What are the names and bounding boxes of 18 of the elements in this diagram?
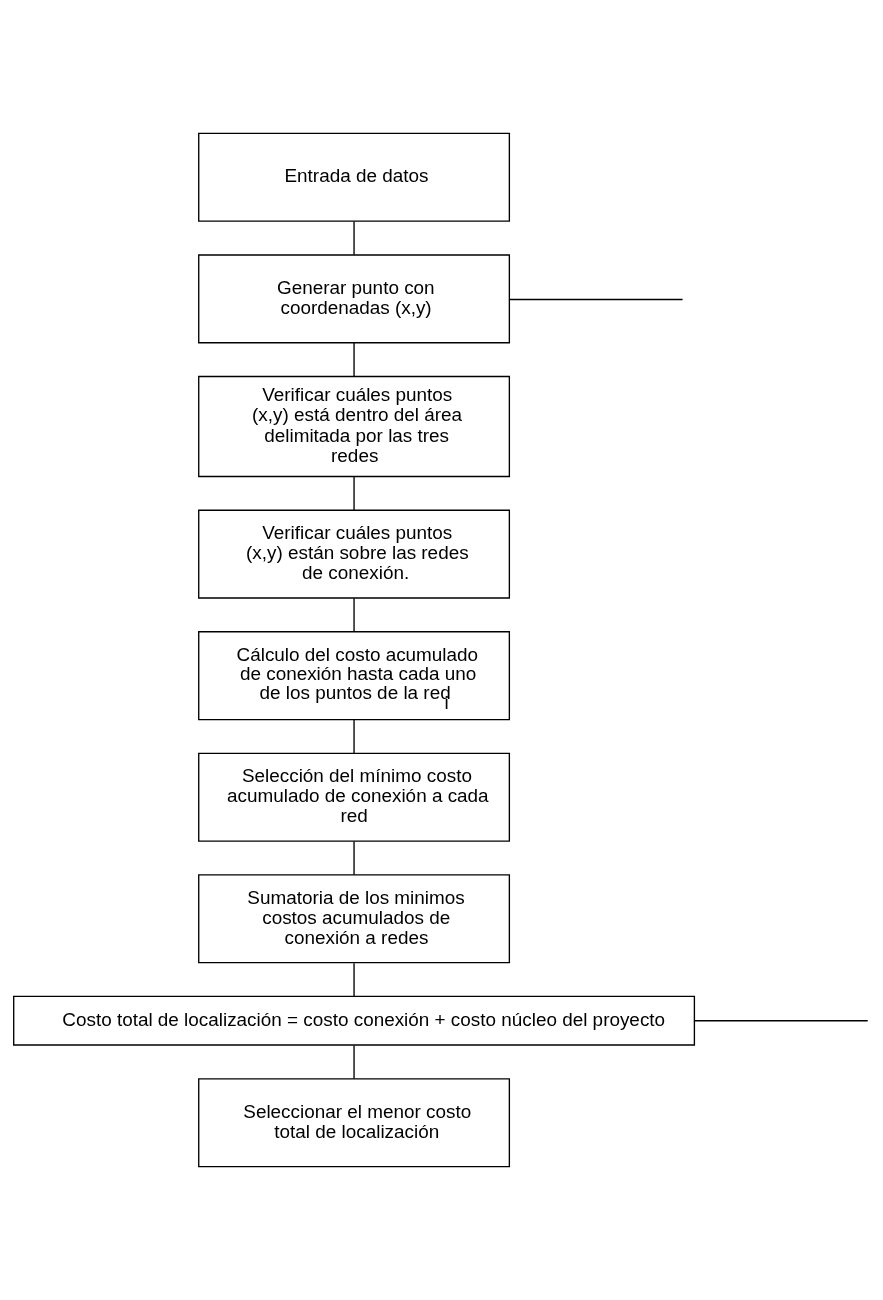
node-box: Verificar cuáles puntos (x,y) está dentro del área delimitada por las tres redes xyxy=(198,375,511,478)
node-box: Costo total de localización = costo conexión + costo núcleo del proyecto xyxy=(13,995,696,1046)
connector xyxy=(353,597,355,633)
node-box: Seleccionar el menor costo total de localización xyxy=(198,1078,511,1168)
connector xyxy=(353,962,355,997)
node-box: Generar punto con coordenadas (x,y) xyxy=(198,254,511,344)
connector xyxy=(353,1044,355,1080)
connector xyxy=(508,298,684,301)
connector xyxy=(353,220,355,256)
connector xyxy=(353,840,355,876)
node-box: Verificar cuáles puntos (x,y) están sobre las redes de conexión. xyxy=(198,509,511,599)
connector xyxy=(693,1020,869,1022)
node-box: Entrada de datos xyxy=(198,132,511,222)
node-box: Sumatoria de los minimos costos acumulados de conexión a redes xyxy=(198,874,511,964)
node-box: Selección del mínimo costo acumulado de conexión a cada red xyxy=(198,752,511,842)
connector xyxy=(353,342,355,377)
connector xyxy=(353,719,355,754)
connector xyxy=(353,475,355,511)
